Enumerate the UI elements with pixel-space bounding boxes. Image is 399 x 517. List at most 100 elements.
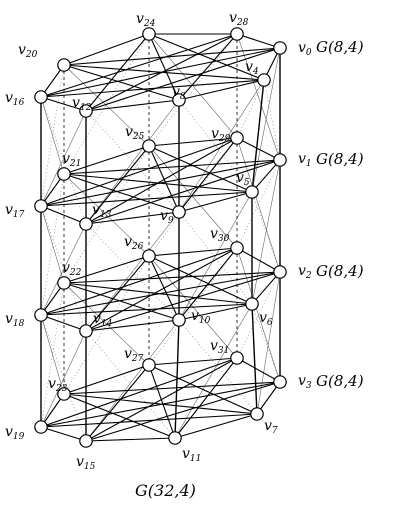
chord-edge — [178, 247, 238, 321]
vertex-node — [172, 313, 186, 327]
vertices — [34, 27, 287, 448]
vertex-label: v4 — [245, 59, 259, 77]
ring-edge — [236, 137, 281, 161]
vertex-node — [79, 434, 93, 448]
chord-edge — [178, 137, 238, 213]
cross-edge-dotted — [85, 223, 180, 321]
cross-edge-dotted — [40, 314, 87, 442]
chord-edge — [85, 159, 281, 225]
vertex-label: v20 — [18, 42, 38, 60]
vertex-node — [273, 153, 287, 167]
cross-edge-dotted — [178, 319, 258, 415]
vertex-node — [79, 217, 93, 231]
cross-edge-dotted — [236, 47, 281, 139]
vertex-node — [34, 308, 48, 322]
vertex-node — [34, 90, 48, 104]
vertex-node — [142, 249, 156, 263]
vertex-label: v9 — [160, 208, 174, 226]
cross-edge — [256, 271, 281, 415]
vertex-label: v0 — [298, 40, 312, 58]
chord-edge — [63, 271, 281, 284]
vertex-label: v17 — [5, 202, 25, 220]
ring-edge — [178, 191, 253, 213]
diameter-edge — [63, 64, 265, 81]
cross-edge — [236, 247, 281, 383]
chord-edge — [178, 33, 238, 101]
vertex-node — [57, 58, 71, 72]
vertex-label: v14 — [93, 311, 113, 329]
chord-edge — [40, 33, 238, 98]
vertex-label: v22 — [62, 260, 82, 278]
chord-edge — [85, 47, 281, 112]
chord-edge — [85, 145, 150, 225]
vertex-label: v15 — [76, 454, 96, 472]
vertex-label: v31 — [210, 338, 229, 356]
vertex-node — [273, 265, 287, 279]
cross-edge-dotted — [40, 173, 65, 316]
ring-edge — [63, 145, 150, 175]
chord-edge — [40, 137, 238, 207]
cross-edge-dotted — [148, 137, 238, 257]
cross-edge — [85, 99, 180, 225]
layer-label-3: G(8,4) — [316, 372, 364, 390]
vertex-node — [273, 375, 287, 389]
cross-edge — [178, 191, 253, 321]
ring-edge — [174, 413, 258, 439]
vertex-node — [230, 241, 244, 255]
cross-edge — [85, 319, 180, 442]
ring-edge — [40, 96, 87, 112]
diameter-edge — [85, 357, 238, 442]
vertex-label: v5 — [236, 170, 250, 188]
cross-edge — [40, 205, 65, 284]
vertex-label: v18 — [5, 311, 25, 329]
vertex-label: v25 — [125, 124, 145, 142]
diameter-edge — [148, 33, 180, 101]
chord-edge — [40, 79, 265, 98]
vertex-node — [57, 276, 71, 290]
chord-edge — [148, 364, 258, 415]
cross-edge — [236, 137, 281, 273]
vertex-label: v1 — [298, 151, 312, 169]
cross-edge-dotted — [40, 96, 87, 225]
vertex-node — [273, 41, 287, 55]
pillar-edge — [251, 303, 258, 415]
cross-edge — [85, 211, 180, 332]
chord-edge — [40, 357, 238, 428]
ring-edge — [85, 319, 180, 332]
diameter-edge — [148, 364, 176, 439]
vertex-label: v10 — [191, 308, 211, 326]
chord-edge — [63, 159, 281, 175]
chord-edge — [63, 282, 180, 321]
ring-edge — [63, 255, 150, 284]
chord-edge — [85, 255, 150, 332]
vertex-label: v3 — [298, 373, 312, 391]
vertex-node — [172, 205, 186, 219]
ring-edge — [85, 437, 176, 442]
cross-edge — [40, 330, 87, 428]
front-pillars — [40, 48, 281, 441]
vertex-node — [142, 139, 156, 153]
figure-caption: G(32,4) — [135, 481, 196, 500]
chord-edge — [148, 255, 253, 305]
vertex-label: v29 — [211, 126, 231, 144]
vertex-node — [230, 351, 244, 365]
cross-edge — [40, 96, 65, 175]
chord-edge — [63, 381, 281, 395]
chord-edge — [63, 173, 180, 213]
diameter-edge — [85, 247, 238, 332]
vertex-labels: v0v1v2v3v4v5v6v7v8v9v10v11v12v13v14v15v1… — [5, 10, 312, 472]
cross-edge — [148, 33, 238, 139]
diameter-edge — [85, 33, 238, 112]
chord-edge — [63, 47, 281, 66]
diameter-edge — [63, 393, 258, 415]
vertex-node — [57, 387, 71, 401]
diameter-edge — [85, 137, 238, 225]
layer-label-0: G(8,4) — [316, 38, 364, 56]
ring-edge — [40, 314, 87, 332]
vertex-node — [79, 104, 93, 118]
ring-edge — [236, 33, 281, 49]
ring-edge — [236, 357, 281, 383]
chord-edge — [85, 381, 281, 442]
ring-edge — [40, 426, 87, 442]
